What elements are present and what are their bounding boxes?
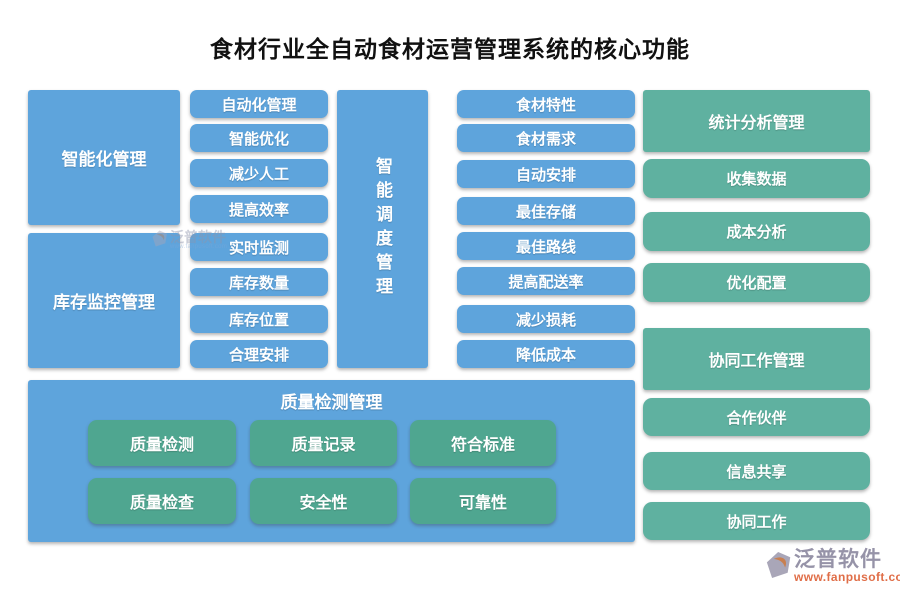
feature-intelligent-optimization: 智能优化 [190,124,328,152]
brand-name: 泛普软件 [794,548,882,571]
feature-reliability: 可靠性 [410,478,556,524]
feature-realtime-monitoring: 实时监测 [190,233,328,261]
watermark-url: www.fanpusoft.com [170,244,228,250]
feature-meet-standards: 符合标准 [410,420,556,466]
feature-safety: 安全性 [250,478,397,524]
feature-quality-detection: 质量检测 [88,420,236,466]
feature-inventory-quantity: 库存数量 [190,268,328,296]
feature-inventory-location: 库存位置 [190,305,328,333]
category-statistics-analysis: 统计分析管理 [643,90,870,152]
feature-auto-arrangement: 自动安排 [457,160,635,188]
category-collaborative-work: 协同工作管理 [643,328,870,390]
feature-quality-record: 质量记录 [250,420,397,466]
quality-header: 质量检测管理 [280,393,383,412]
feature-improve-delivery-rate: 提高配送率 [457,267,635,295]
brand-logo: 泛普软件 www.fanpusoft.com [766,549,900,584]
feature-reduce-labor: 减少人工 [190,159,328,187]
feature-collaborative-work: 协同工作 [643,502,870,540]
feature-partners: 合作伙伴 [643,398,870,436]
center-watermark: 泛普软件 www.fanpusoft.com [152,230,227,250]
feature-quality-inspection: 质量检查 [88,478,236,524]
feature-reduce-cost: 降低成本 [457,340,635,368]
feature-cost-analysis: 成本分析 [643,212,870,251]
feature-optimize-configuration: 优化配置 [643,263,870,302]
fanpu-logo-icon [766,551,792,579]
feature-collect-data: 收集数据 [643,159,870,198]
category-intelligent-scheduling: 智能调度管理 [337,90,428,368]
feature-reduce-loss: 减少损耗 [457,305,635,333]
feature-best-storage: 最佳存储 [457,197,635,225]
vertical-label: 智能调度管理 [373,157,392,301]
feature-ingredient-characteristics: 食材特性 [457,90,635,118]
category-quality-detection: 质量检测管理 质量检测 质量记录 符合标准 质量检查 安全性 可靠性 [28,380,635,542]
feature-improve-efficiency: 提高效率 [190,195,328,223]
fanpu-logo-icon [152,230,168,247]
feature-best-route: 最佳路线 [457,232,635,260]
category-intelligent-management: 智能化管理 [28,90,180,225]
feature-information-sharing: 信息共享 [643,452,870,490]
page-title: 食材行业全自动食材运营管理系统的核心功能 [210,36,690,62]
feature-ingredient-demand: 食材需求 [457,124,635,152]
brand-url: www.fanpusoft.com [794,570,900,584]
feature-automation-management: 自动化管理 [190,90,328,118]
watermark-brand-name: 泛普软件 [170,229,226,245]
feature-reasonable-arrangement: 合理安排 [190,340,328,368]
category-inventory-monitoring: 库存监控管理 [28,233,180,368]
